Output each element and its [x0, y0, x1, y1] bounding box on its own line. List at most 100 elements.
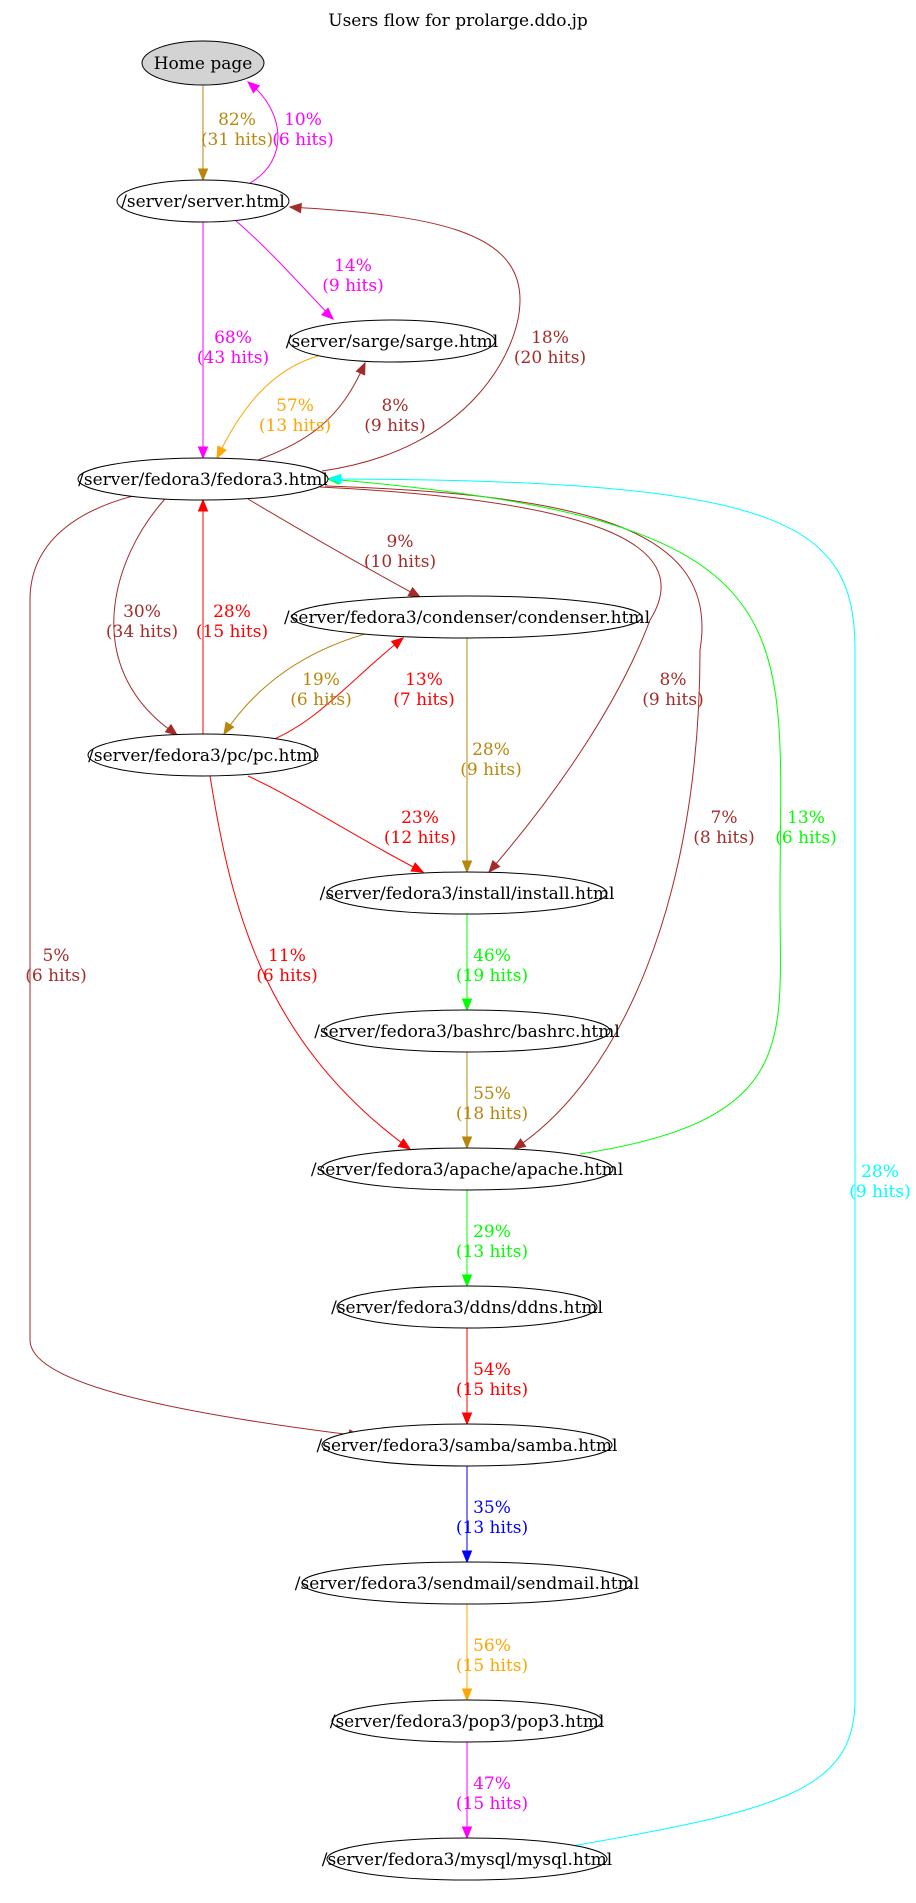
edge-pc-to-apache — [209, 775, 412, 1150]
arrowhead — [461, 1274, 473, 1288]
edge-percent: 46% — [473, 946, 511, 966]
edge-install-to-bashrc — [461, 914, 473, 1012]
edge-mysql-to-fedora3 — [328, 473, 856, 1847]
edge-hits: (9 hits) — [849, 1182, 910, 1202]
arrowhead — [216, 445, 227, 460]
edge-server-to-sarge — [235, 220, 334, 320]
edge-percent: 7% — [711, 808, 738, 828]
arrowhead — [461, 860, 473, 874]
edge-pc-to-condenser — [269, 637, 405, 742]
edge-pop3-to-mysql — [461, 1742, 473, 1840]
edge-percent: 54% — [473, 1360, 511, 1380]
node-condenser: /server/fedora3/condenser/condenser.html — [284, 595, 650, 639]
arrowhead — [461, 1688, 473, 1702]
edge-server-to-home — [246, 81, 279, 184]
edge-label: 9%(10 hits) — [364, 532, 436, 572]
edge-hits: (13 hits) — [456, 1518, 528, 1538]
arrowhead — [461, 1412, 473, 1426]
edge-percent: 47% — [473, 1774, 511, 1794]
node-label: /server/fedora3/ddns/ddns.html — [331, 1298, 603, 1318]
edge-line — [247, 775, 424, 873]
node-ddns: /server/fedora3/ddns/ddns.html — [331, 1285, 603, 1329]
edge-bashrc-to-apache — [461, 1052, 473, 1150]
edge-home-to-server — [197, 86, 209, 182]
edge-pc-to-fedora3 — [197, 498, 209, 734]
arrowhead — [461, 1826, 473, 1840]
arrowhead — [288, 202, 302, 214]
edge-percent: 28% — [472, 740, 510, 760]
edge-line — [216, 355, 319, 459]
edge-line — [235, 220, 334, 320]
node-apache: /server/fedora3/apache/apache.html — [311, 1147, 623, 1191]
edge-label: 10%(6 hits) — [272, 110, 333, 150]
edge-line — [247, 498, 421, 598]
edge-percent: 13% — [405, 670, 443, 690]
arrowhead — [197, 446, 209, 460]
edge-percent: 14% — [334, 256, 372, 276]
edge-hits: (15 hits) — [456, 1656, 528, 1676]
diagram-title: Users flow for prolarge.ddo.jp — [328, 11, 588, 31]
edge-label: 35%(13 hits) — [456, 1498, 528, 1538]
edge-line — [327, 478, 782, 1155]
edge-line — [223, 633, 366, 735]
edge-label: 30%(34 hits) — [106, 602, 178, 642]
node-ellipse — [326, 871, 608, 915]
edge-hits: (9 hits) — [364, 416, 425, 436]
node-label: /server/fedora3/pop3/pop3.html — [330, 1712, 605, 1732]
edge-percent: 55% — [473, 1084, 511, 1104]
edge-samba-to-sendmail — [461, 1466, 473, 1564]
edge-hits: (9 hits) — [642, 690, 703, 710]
edge-percent: 30% — [123, 602, 161, 622]
edge-label: 14%(9 hits) — [322, 256, 383, 296]
node-ellipse — [326, 1837, 608, 1881]
node-label: /server/sarge/sarge.html — [286, 332, 498, 352]
edge-label: 13%(7 hits) — [393, 670, 454, 710]
edge-condenser-to-pc — [223, 633, 366, 736]
node-bashrc: /server/fedora3/bashrc/bashrc.html — [314, 1009, 620, 1053]
arrowhead — [488, 859, 501, 873]
node-samba: /server/fedora3/samba/samba.html — [317, 1423, 617, 1467]
edge-hits: (9 hits) — [460, 760, 521, 780]
edge-label: 5%(6 hits) — [25, 946, 86, 986]
edge-percent: 29% — [473, 1222, 511, 1242]
arrowhead — [461, 1136, 473, 1150]
edge-fedora3-to-pc — [113, 498, 179, 736]
edge-line — [247, 81, 279, 184]
edge-hits: (8 hits) — [693, 828, 754, 848]
edge-line — [319, 486, 662, 873]
arrowhead — [461, 998, 473, 1012]
edge-hits: (43 hits) — [197, 348, 269, 368]
edge-percent: 56% — [473, 1636, 511, 1656]
node-ellipse — [77, 457, 329, 501]
edge-hits: (19 hits) — [456, 966, 528, 986]
edge-line — [209, 775, 411, 1150]
edge-label: 28%(9 hits) — [849, 1162, 910, 1202]
edge-percent: 8% — [660, 670, 687, 690]
edge-pc-to-install — [247, 775, 425, 873]
edge-hits: (15 hits) — [456, 1380, 528, 1400]
edge-percent: 9% — [387, 532, 414, 552]
edge-line — [29, 495, 361, 1437]
edge-hits: (31 hits) — [201, 130, 273, 150]
arrowhead — [223, 721, 235, 736]
edge-percent: 18% — [531, 328, 569, 348]
edge-fedora3-to-server — [288, 202, 521, 472]
edge-label: 29%(13 hits) — [456, 1222, 528, 1262]
node-ellipse — [321, 1423, 613, 1467]
arrowhead — [410, 862, 425, 873]
edge-label: 68%(43 hits) — [197, 328, 269, 368]
nodes-layer: Home page/server/server.html/server/sarg… — [77, 40, 650, 1881]
edge-line — [289, 206, 521, 472]
edge-label: 7%(8 hits) — [693, 808, 754, 848]
edge-percent: 28% — [861, 1162, 899, 1182]
node-ellipse — [116, 179, 290, 223]
node-label: /server/fedora3/pc/pc.html — [88, 746, 318, 766]
node-label: Home page — [154, 54, 253, 74]
arrowhead — [512, 1138, 527, 1150]
edge-label: 28%(15 hits) — [196, 602, 268, 642]
arrowhead — [397, 1138, 412, 1150]
edge-percent: 82% — [218, 110, 256, 130]
node-sendmail: /server/fedora3/sendmail/sendmail.html — [295, 1561, 639, 1605]
node-label: /server/fedora3/condenser/condenser.html — [284, 608, 650, 628]
edge-percent: 19% — [302, 670, 340, 690]
